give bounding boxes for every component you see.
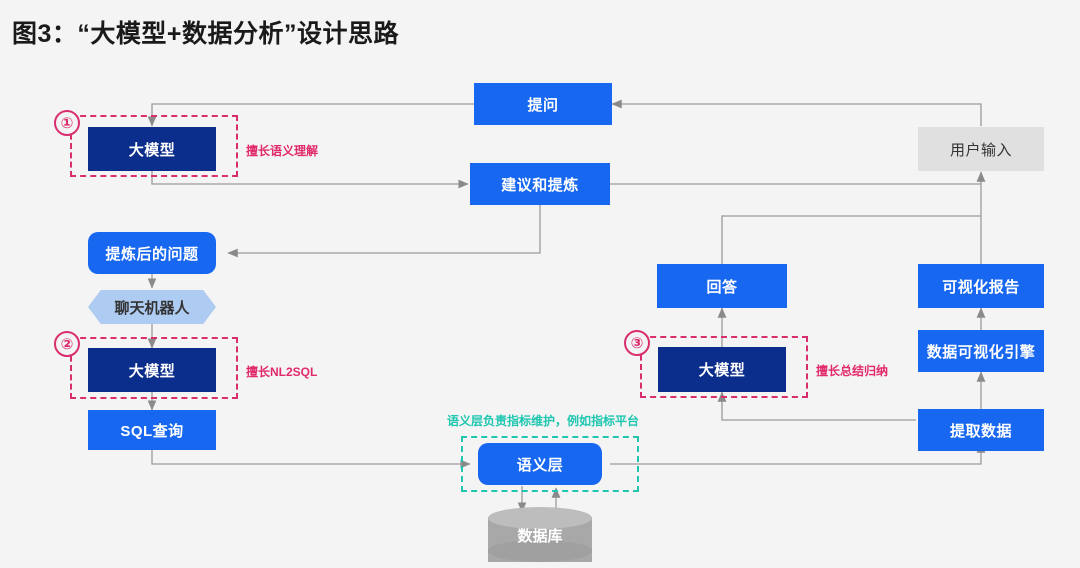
cylinder-bottom: [488, 540, 592, 562]
highlight-box-3: [640, 336, 808, 398]
highlight-box-semantic: [461, 436, 639, 492]
node-database[interactable]: 数据库: [488, 507, 592, 563]
node-refined-question[interactable]: 提炼后的问题: [88, 232, 216, 274]
highlight-box-1: [70, 115, 238, 177]
node-extract-data[interactable]: 提取数据: [918, 409, 1044, 451]
node-sql-query[interactable]: SQL查询: [88, 410, 216, 450]
node-user-input[interactable]: 用户输入: [918, 127, 1044, 171]
page-title: 图3：“大模型+数据分析”设计思路: [12, 20, 400, 48]
annotation-llm-2: 擅长NL2SQL: [246, 365, 318, 379]
annotation-llm-3: 擅长总结归纳: [816, 364, 889, 378]
node-viz-engine[interactable]: 数据可视化引擎: [918, 330, 1044, 372]
node-semantic-layer[interactable]: 语义层: [478, 443, 602, 485]
highlight-box-2: [70, 337, 238, 399]
annotation-llm-1: 擅长语义理解: [246, 144, 319, 158]
node-chatbot[interactable]: 聊天机器人: [88, 290, 216, 324]
node-llm-2[interactable]: 大模型: [88, 348, 216, 392]
marker-one: ①: [54, 110, 80, 136]
node-question[interactable]: 提问: [474, 83, 612, 125]
node-suggest-refine[interactable]: 建议和提炼: [470, 163, 610, 205]
cylinder-top: [488, 507, 592, 529]
database-label: 数据库: [517, 527, 563, 545]
marker-two: ②: [54, 331, 80, 357]
node-llm-3[interactable]: 大模型: [658, 347, 786, 392]
node-llm-1[interactable]: 大模型: [88, 127, 216, 171]
node-viz-report[interactable]: 可视化报告: [918, 264, 1044, 308]
annotation-semantic-layer: 语义层负责指标维护，例如指标平台: [447, 414, 640, 428]
node-answer[interactable]: 回答: [657, 264, 787, 308]
marker-three: ③: [624, 330, 650, 356]
